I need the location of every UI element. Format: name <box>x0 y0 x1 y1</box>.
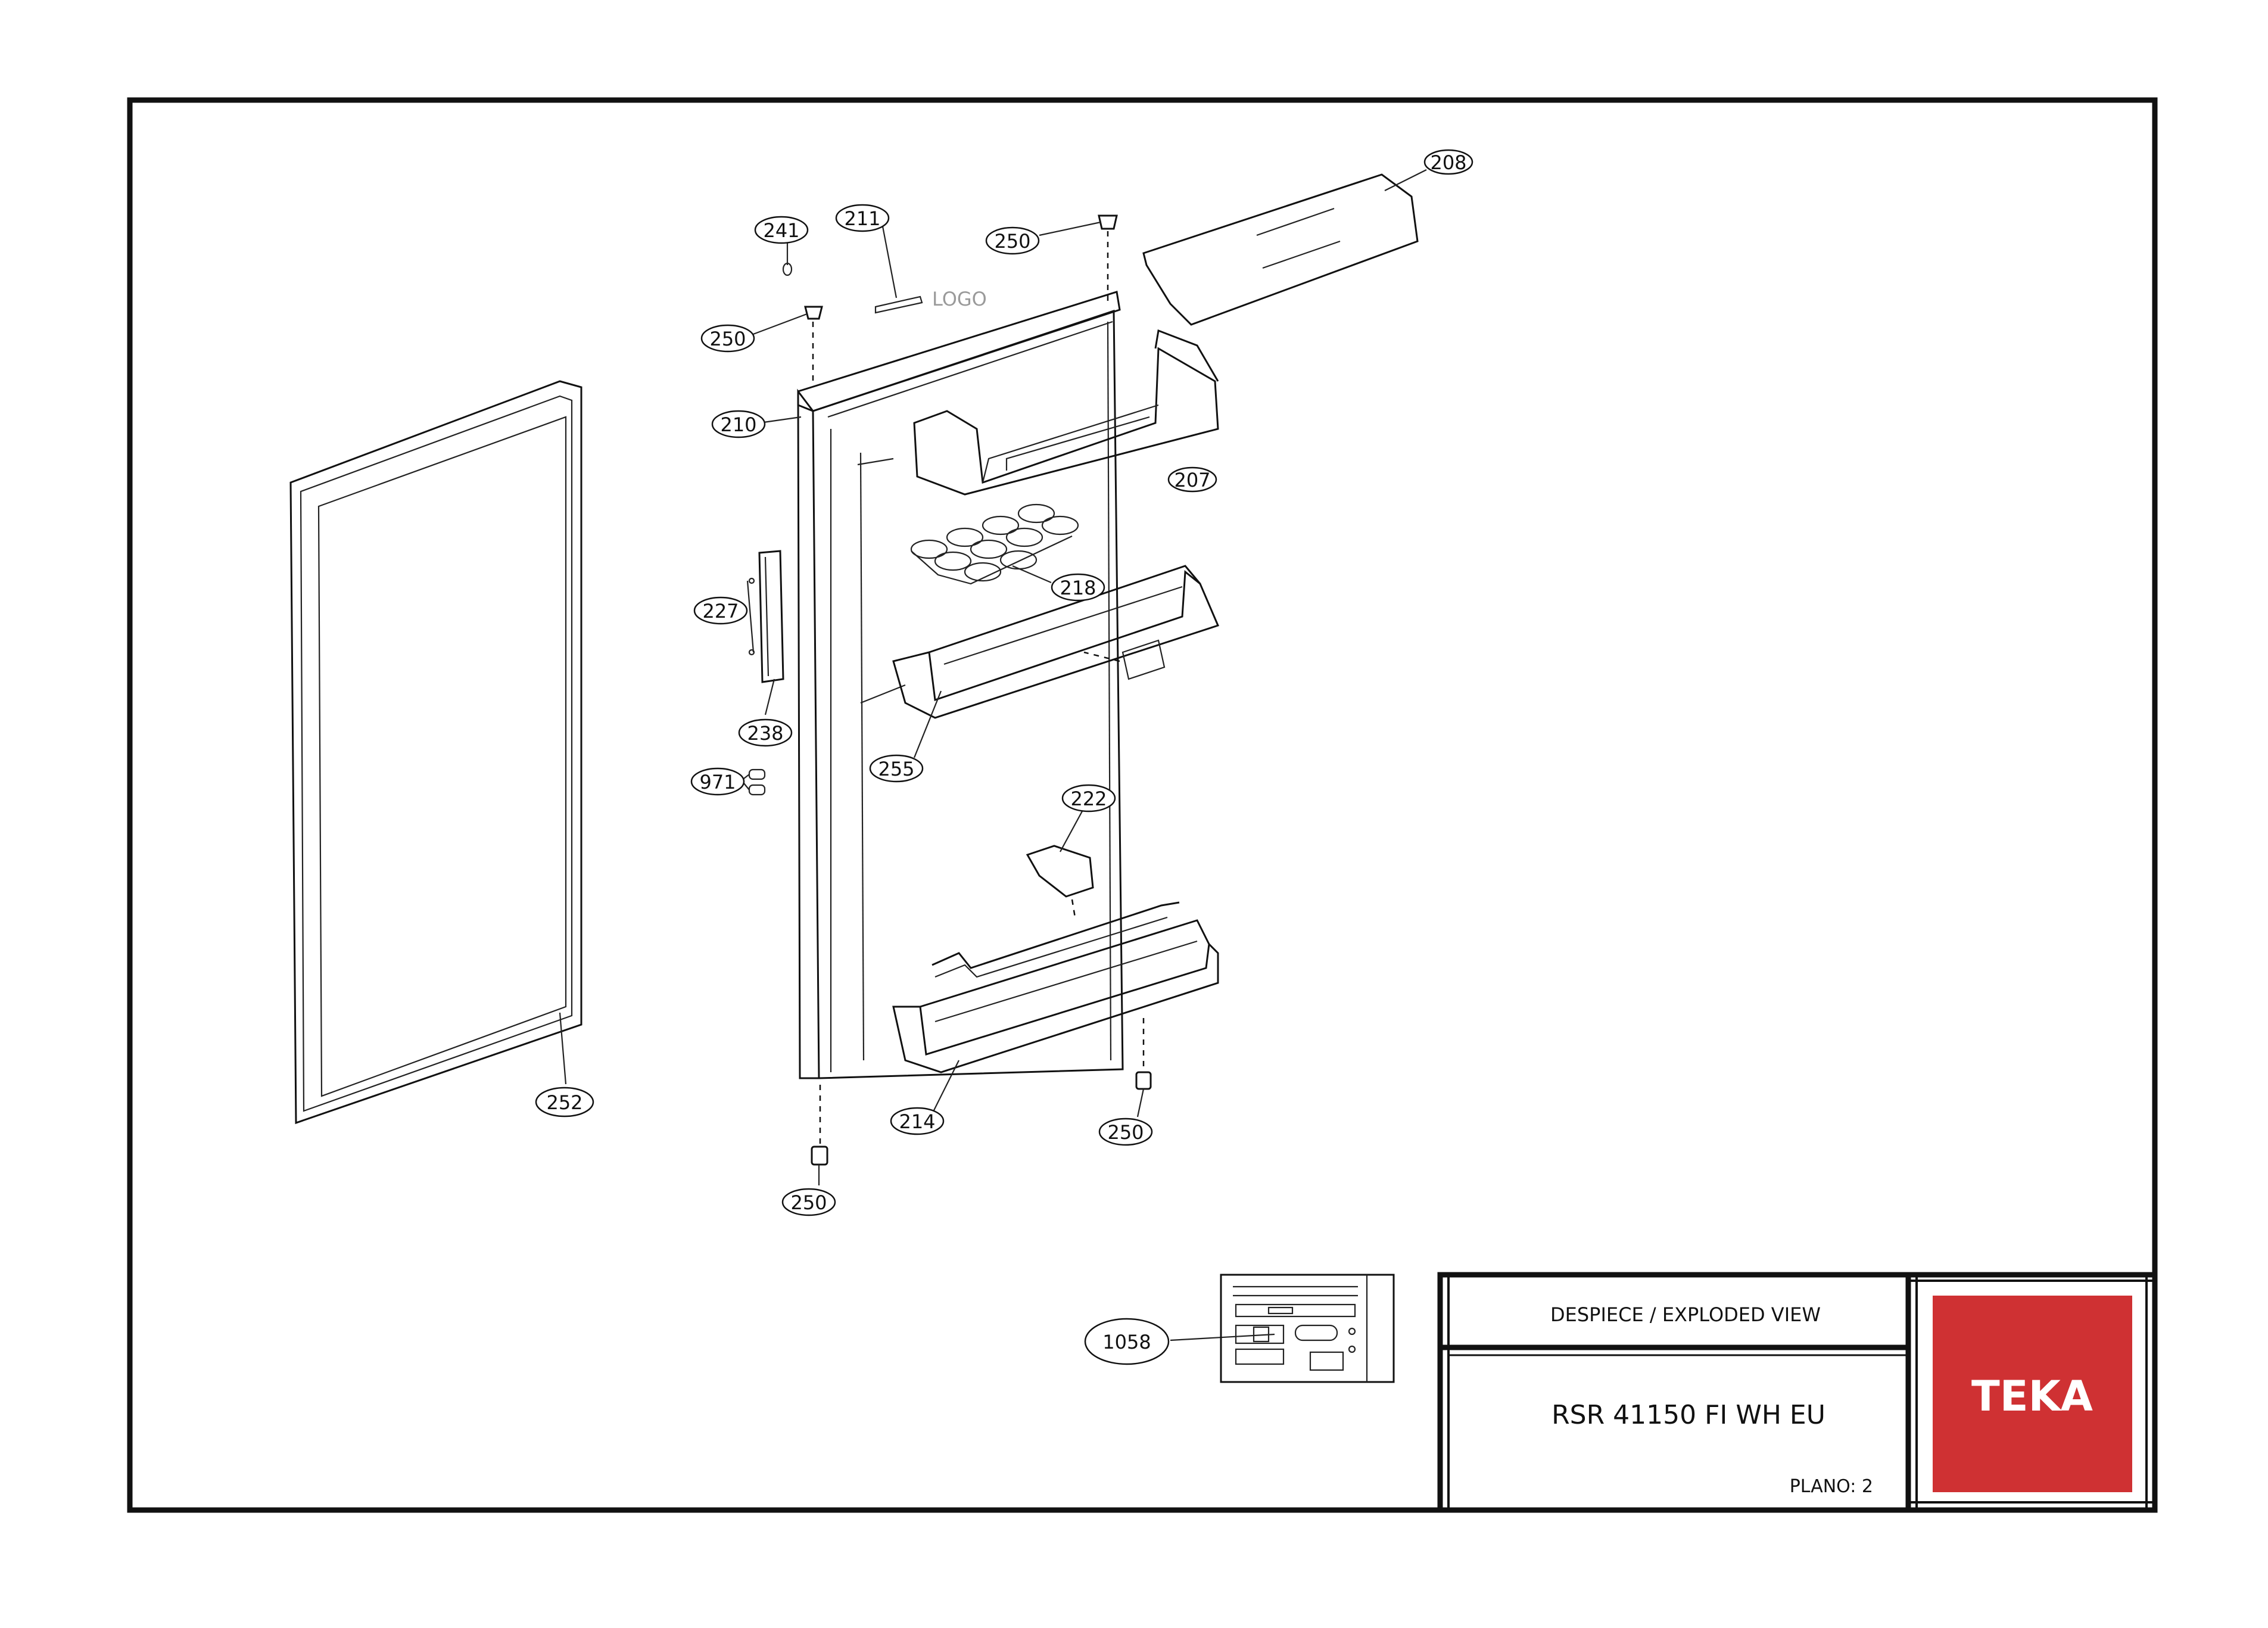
title-block: DESPIECE / EXPLODED VIEW RSR 41150 FI WH… <box>1437 1272 2158 1513</box>
model-name: RSR 41150 FI WH EU <box>1552 1400 1825 1430</box>
callout-222: 222 <box>1061 784 1116 813</box>
part-label: 210 <box>720 413 756 436</box>
assembly-paths <box>812 231 1145 1144</box>
callout-208: 208 <box>1423 149 1473 175</box>
part-label: 241 <box>763 219 799 242</box>
part-label: 250 <box>1107 1121 1144 1144</box>
teka-logo: TEKA <box>1933 1296 2132 1492</box>
egg-tray <box>910 503 1079 585</box>
callout-214: 214 <box>890 1107 945 1135</box>
callout-971: 971 <box>690 767 745 796</box>
part-label: 250 <box>709 328 746 350</box>
top-cover-bar <box>1142 173 1419 326</box>
bottom-door-shelf <box>892 901 1219 1073</box>
leader-lines <box>559 169 1427 1341</box>
part-label: 250 <box>994 230 1030 253</box>
callout-227: 227 <box>693 596 748 625</box>
part-label: 227 <box>702 600 739 622</box>
callout-250-left: 250 <box>700 324 755 353</box>
callout-250-right: 250 <box>1098 1118 1153 1146</box>
part-label: 252 <box>546 1091 582 1114</box>
part-label: 1058 <box>1102 1331 1151 1353</box>
part-label: 211 <box>844 207 880 230</box>
upper-door-shelf <box>913 329 1219 496</box>
callout-1058: 1058 <box>1084 1318 1170 1365</box>
part-label: 238 <box>747 722 783 745</box>
small-clips <box>748 768 766 796</box>
logo-placeholder-text: LOGO <box>932 288 987 310</box>
brand-text: TEKA <box>1971 1372 2093 1421</box>
sheet-number: PLANO: 2 <box>1790 1476 1873 1497</box>
callout-207: 207 <box>1167 466 1217 493</box>
door-handle <box>748 550 784 683</box>
door-frame <box>797 291 1124 1079</box>
part-label: 208 <box>1430 151 1466 174</box>
part-label: 218 <box>1060 577 1096 599</box>
part-label: 222 <box>1070 787 1107 810</box>
callout-238: 238 <box>738 718 793 747</box>
callout-218: 218 <box>1051 573 1105 602</box>
part-label: 255 <box>878 758 914 780</box>
callout-241: 241 <box>754 216 809 244</box>
door-gasket <box>289 380 582 1125</box>
title-heading: DESPIECE / EXPLODED VIEW <box>1550 1303 1821 1326</box>
callout-211: 211 <box>835 204 890 232</box>
callout-250-top: 250 <box>985 226 1040 255</box>
part-label: 971 <box>699 771 736 793</box>
callout-252: 252 <box>535 1087 594 1118</box>
callout-210: 210 <box>711 410 766 438</box>
callouts: 208 211 241 250 250 210 207 218 227 238 … <box>535 149 1473 1365</box>
part-label: 250 <box>790 1191 827 1214</box>
callout-250-bottom: 250 <box>781 1188 836 1216</box>
drawing-border <box>127 97 2158 1513</box>
control-panel-label <box>1220 1274 1395 1383</box>
middle-door-shelf <box>892 565 1220 719</box>
callout-255: 255 <box>869 754 924 783</box>
logo-placeholder: LOGO <box>874 288 987 314</box>
shelf-divider <box>1026 845 1094 898</box>
part-label: 214 <box>899 1110 935 1133</box>
part-label: 207 <box>1174 469 1210 491</box>
